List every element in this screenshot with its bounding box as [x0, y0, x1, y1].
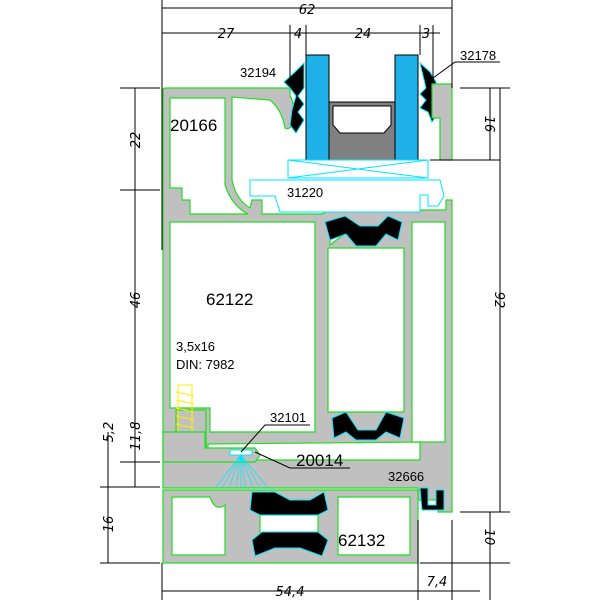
sash-profile-62132 [162, 489, 419, 564]
brush-bristles [214, 454, 269, 489]
frame-profile-62122 [162, 87, 453, 513]
dim-16-right: 16 [481, 116, 496, 133]
label-screw-size: 3,5x16 [176, 339, 215, 354]
dim-7-4: 7,4 [427, 575, 448, 590]
leader-32101 [240, 424, 310, 453]
glass-pane-left [305, 54, 330, 161]
label-32666: 32666 [388, 469, 424, 484]
thermal-break-top [324, 215, 403, 247]
dim-24: 24 [355, 27, 372, 42]
label-62122: 62122 [206, 290, 253, 309]
dim-10: 10 [481, 529, 496, 546]
dim-4: 4 [294, 27, 302, 42]
dim-3: 3 [422, 27, 430, 42]
dim-92: 92 [491, 292, 506, 309]
leader-32178 [432, 61, 500, 79]
gasket-32194 [283, 61, 305, 134]
gasket-32666 [419, 487, 445, 511]
label-20014: 20014 [296, 451, 343, 470]
brush-seal-32101 [229, 449, 253, 456]
dim-22: 22 [129, 132, 144, 149]
dim-54-4: 54,4 [276, 585, 305, 600]
bead-clip [431, 83, 453, 161]
dim-11-8: 11,8 [129, 422, 144, 451]
dimension-lines [100, 0, 510, 600]
label-32194: 32194 [240, 65, 276, 80]
glass-pane-right [394, 54, 419, 161]
thermal-break-bottom [331, 411, 405, 441]
label-screw-din: DIN: 7982 [176, 357, 235, 372]
leader-20014 [254, 451, 350, 469]
dim-5-2: 5,2 [102, 422, 117, 443]
dim-62: 62 [299, 3, 316, 18]
setting-block [287, 159, 429, 179]
dim-27: 27 [218, 27, 235, 42]
spacer-cavity [332, 105, 392, 134]
glazing-bead-31220 [249, 179, 445, 213]
label-32101: 32101 [270, 410, 306, 425]
label-31220: 31220 [287, 185, 323, 200]
label-62132: 62132 [338, 531, 385, 550]
dim-46: 46 [129, 292, 144, 309]
label-32178: 32178 [460, 48, 496, 63]
dim-16-left: 16 [102, 516, 117, 533]
label-20166: 20166 [170, 116, 217, 135]
